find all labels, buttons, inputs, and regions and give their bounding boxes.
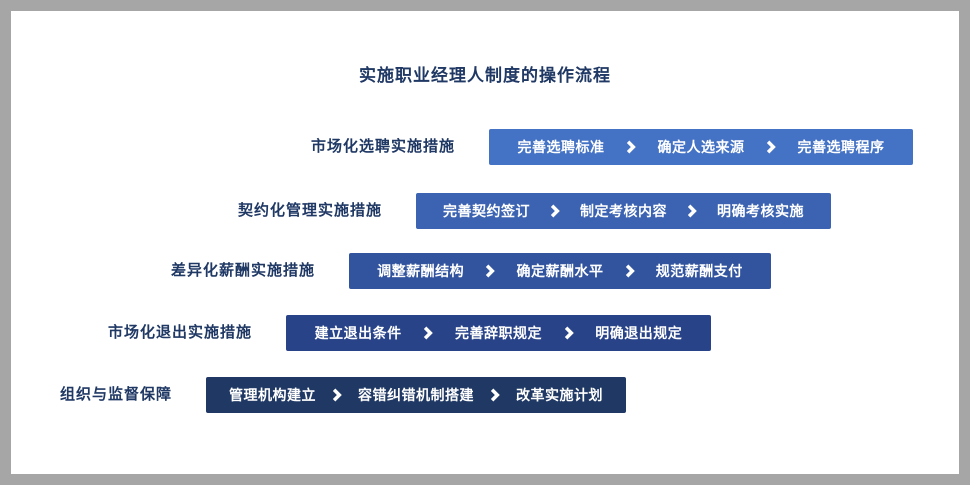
step-label: 调整薪酬结构 — [377, 263, 465, 279]
chevron-right-icon — [622, 263, 638, 279]
row-label-5: 组织与监督保障 — [59, 386, 172, 403]
step-label: 完善辞职规定 — [454, 325, 542, 341]
chevron-right-icon — [482, 263, 498, 279]
process-row-1: 市场化选聘实施措施 完善选聘标准 确定人选来源 完善选聘程序 — [11, 129, 959, 165]
page-title: 实施职业经理人制度的操作流程 — [359, 66, 611, 85]
process-row-5: 组织与监督保障 管理机构建立 容错纠错机制搭建 改革实施计划 — [11, 377, 959, 413]
step-label: 制定考核内容 — [580, 203, 667, 219]
step-label: 确定人选来源 — [657, 139, 745, 155]
step-label: 改革实施计划 — [516, 387, 603, 403]
chevron-right-icon — [763, 139, 779, 155]
process-bar-1: 完善选聘标准 确定人选来源 完善选聘程序 — [489, 129, 913, 165]
chevron-right-icon — [420, 325, 436, 341]
process-bar-3: 调整薪酬结构 确定薪酬水平 规范薪酬支付 — [349, 253, 771, 289]
process-row-2: 契约化管理实施措施 完善契约签订 制定考核内容 明确考核实施 — [11, 193, 959, 229]
chevron-right-icon — [487, 387, 503, 403]
chevron-right-icon — [329, 387, 345, 403]
step-label: 建立退出条件 — [314, 325, 402, 341]
chevron-right-icon — [561, 325, 577, 341]
row-label-4: 市场化退出实施措施 — [107, 324, 252, 341]
step-label: 完善选聘程序 — [797, 139, 885, 155]
step-label: 确定薪酬水平 — [516, 263, 604, 279]
chevron-right-icon — [623, 139, 639, 155]
chevron-right-icon — [547, 203, 563, 219]
row-label-1: 市场化选聘实施措施 — [310, 138, 455, 155]
step-label: 容错纠错机制搭建 — [358, 387, 474, 403]
process-row-3: 差异化薪酬实施措施 调整薪酬结构 确定薪酬水平 规范薪酬支付 — [11, 253, 959, 289]
step-label: 规范薪酬支付 — [655, 263, 743, 279]
process-bar-4: 建立退出条件 完善辞职规定 明确退出规定 — [286, 315, 711, 351]
process-row-4: 市场化退出实施措施 建立退出条件 完善辞职规定 明确退出规定 — [11, 315, 959, 351]
process-bar-2: 完善契约签订 制定考核内容 明确考核实施 — [416, 193, 831, 229]
process-bar-5: 管理机构建立 容错纠错机制搭建 改革实施计划 — [206, 377, 626, 413]
step-label: 明确退出规定 — [595, 325, 683, 341]
step-label: 完善选聘标准 — [517, 139, 605, 155]
step-label: 管理机构建立 — [229, 387, 316, 403]
row-label-2: 契约化管理实施措施 — [237, 202, 382, 219]
chevron-right-icon — [684, 203, 700, 219]
row-label-3: 差异化薪酬实施措施 — [170, 262, 315, 279]
step-label: 明确考核实施 — [717, 203, 804, 219]
step-label: 完善契约签订 — [443, 203, 530, 219]
diagram-card: 实施职业经理人制度的操作流程 市场化选聘实施措施 完善选聘标准 确定人选来源 完… — [11, 11, 959, 474]
